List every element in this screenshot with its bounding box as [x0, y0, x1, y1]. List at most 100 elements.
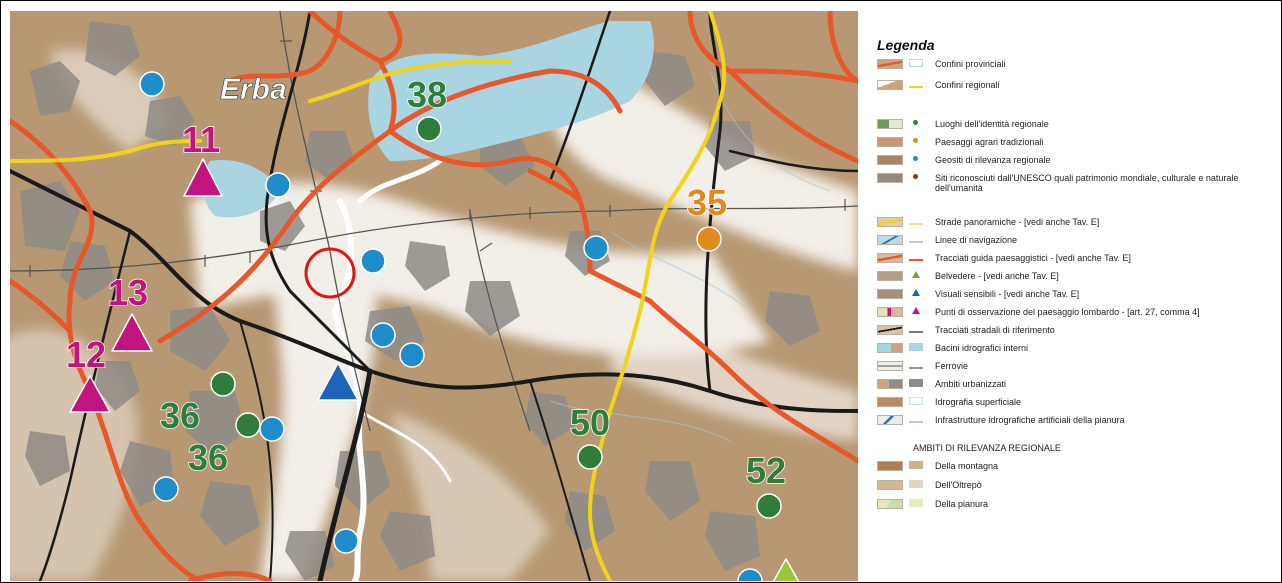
blue-marker[interactable] — [583, 235, 609, 261]
swatch-inner-basins — [877, 343, 903, 353]
swatch-viewpoints — [877, 271, 903, 281]
legend-label: Della pianura — [935, 499, 989, 509]
legend-item: Linee di navigazione — [877, 235, 1265, 245]
blue-marker[interactable] — [259, 416, 285, 442]
railways — [10, 11, 858, 432]
swatch-railways-alt — [909, 361, 923, 369]
swatch-agrarian-landscapes-alt — [909, 137, 923, 145]
legend-item: Ferrovie — [877, 361, 1265, 371]
legend-item: Paesaggi agrari tradizionali — [877, 137, 1265, 147]
legend-label: Bacini idrografici interni — [935, 343, 1029, 353]
swatch-landscape-routes — [877, 253, 903, 263]
main-roads — [10, 11, 858, 581]
swatch-navigation-lines-alt — [909, 235, 923, 243]
blue-marker[interactable] — [139, 71, 165, 97]
blue-marker[interactable] — [737, 568, 763, 581]
swatch-sensitive-views-alt — [909, 289, 923, 297]
blue-marker[interactable] — [370, 322, 396, 348]
legend-label: Dell'Oltrepò — [935, 480, 982, 490]
legend-item: Geositi di rilevanza regionale — [877, 155, 1265, 165]
legend-label: Della montagna — [935, 461, 999, 471]
legend-label: Visuali sensibili - [vedi anche Tav. E] — [935, 289, 1080, 299]
legend-item: Belvedere - [vedi anche Tav. E] — [877, 271, 1265, 281]
swatch-region-border-alt — [909, 80, 923, 88]
swatch-reference-roads-alt — [909, 325, 923, 333]
highlight-ring — [304, 247, 356, 299]
swatch-mountain — [877, 461, 903, 471]
legend-label: Linee di navigazione — [935, 235, 1018, 245]
marker-label: 11 — [182, 119, 220, 160]
legend-item: Idrografia superficiale — [877, 397, 1265, 407]
swatch-panoramic-roads-alt — [909, 217, 923, 225]
magenta-triangle-12[interactable] — [69, 375, 111, 413]
swatch-urban-areas — [877, 379, 903, 389]
lime-triangle[interactable] — [768, 558, 804, 581]
legend-label: Belvedere - [vedi anche Tav. E] — [935, 271, 1059, 281]
legend-label: Strade panoramiche - [vedi anche Tav. E] — [935, 217, 1100, 227]
blue-triangle[interactable] — [317, 362, 359, 401]
legend-item: Confini regionali — [877, 80, 1265, 90]
swatch-region-border — [877, 80, 903, 90]
green-marker-36b[interactable] — [235, 412, 261, 438]
legend-label: Paesaggi agrari tradizionali — [935, 137, 1044, 147]
legend-item: Siti riconosciuti dall'UNESCO quali patr… — [877, 173, 1265, 193]
legend-label: Infrastrutture idrografiche artificiali … — [935, 415, 1125, 425]
marker-label: 13 — [108, 272, 148, 313]
legend-item: Punti di osservazione del paesaggio lomb… — [877, 307, 1265, 317]
swatch-railways — [877, 361, 903, 371]
legend-label: Siti riconosciuti dall'UNESCO quali patr… — [935, 173, 1239, 193]
blue-marker[interactable] — [360, 248, 386, 274]
place-label-erba: Erba — [220, 73, 287, 106]
legend-item: Della montagna — [877, 461, 1265, 471]
railway-ticks — [29, 40, 846, 277]
green-markers — [210, 116, 782, 519]
green-marker-52[interactable] — [756, 493, 782, 519]
magenta-triangle-13[interactable] — [111, 313, 153, 352]
marker-label: 36 — [160, 395, 200, 436]
swatch-panoramic-roads — [877, 217, 903, 227]
green-marker-50[interactable] — [577, 444, 603, 470]
swatch-plain-alt — [909, 499, 923, 507]
legend-label: Ferrovie — [935, 361, 969, 371]
regional-border — [10, 11, 727, 581]
swatch-province-border-alt — [909, 59, 923, 67]
legend-item: Strade panoramiche - [vedi anche Tav. E] — [877, 217, 1265, 227]
swatch-reference-roads — [877, 325, 903, 335]
swatch-artificial-infrastructure — [877, 415, 903, 425]
swatch-surface-hydrography — [877, 397, 903, 407]
magenta-triangle-11[interactable] — [183, 158, 223, 197]
swatch-viewpoints-alt — [909, 271, 923, 279]
swatch-sensitive-views — [877, 289, 903, 299]
triangle-markers — [69, 158, 804, 581]
legend-item: Visuali sensibili - [vedi anche Tav. E] — [877, 289, 1265, 299]
orange-marker-35[interactable] — [696, 226, 722, 252]
legend-section-title: AMBITI DI RILEVANZA REGIONALE — [913, 443, 1061, 453]
blue-marker[interactable] — [265, 172, 291, 198]
swatch-identity-places — [877, 119, 903, 129]
legend-item: Tracciati guida paesaggistici - [vedi an… — [877, 253, 1265, 263]
swatch-navigation-lines — [877, 235, 903, 245]
legend-label: Confini regionali — [935, 80, 1000, 90]
legend-item: Della pianura — [877, 499, 1265, 509]
swatch-unesco-sites — [877, 173, 903, 183]
marker-label: 35 — [687, 182, 727, 223]
swatch-surface-hydrography-alt — [909, 397, 923, 405]
marker-label: 12 — [66, 334, 106, 375]
green-marker-36a[interactable] — [210, 371, 236, 397]
swatch-province-border — [877, 59, 903, 69]
swatch-plain — [877, 499, 903, 509]
green-marker-38[interactable] — [416, 116, 442, 142]
legend: Legenda Confini provinciali Confini regi… — [877, 37, 1277, 509]
blue-marker[interactable] — [153, 476, 179, 502]
map-canvas[interactable]: Erba — [10, 11, 858, 581]
swatch-oltrepo-alt — [909, 480, 923, 488]
swatch-geosites — [877, 155, 903, 165]
blue-marker[interactable] — [399, 342, 425, 368]
map-panel[interactable]: Erba — [10, 11, 858, 581]
swatch-urban-areas-alt — [909, 379, 923, 387]
legend-item: Confini provinciali — [877, 59, 1265, 69]
blue-marker[interactable] — [333, 528, 359, 554]
swatch-agrarian-landscapes — [877, 137, 903, 147]
swatch-identity-places-alt — [909, 119, 923, 127]
